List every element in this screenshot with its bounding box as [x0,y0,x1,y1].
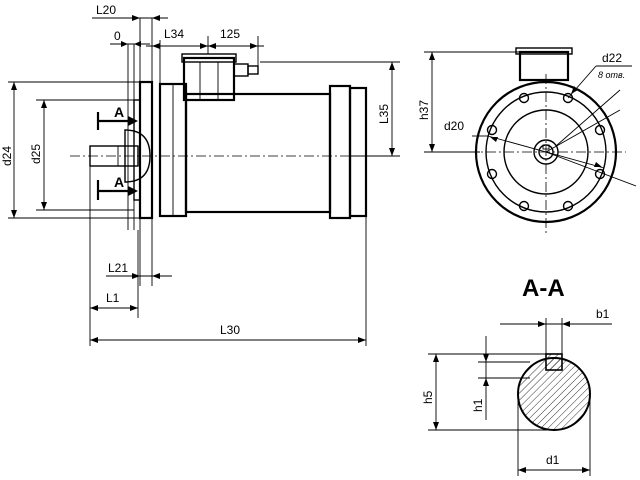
label-l20: L20 [96,3,116,17]
label-l34: L34 [164,27,184,41]
section-a-a: А-А b1 h5 h1 [421,275,612,476]
label-d20: d20 [444,119,464,133]
label-125: 125 [220,27,240,41]
bolt-holes [486,92,606,212]
label-d24: d24 [0,146,14,166]
label-holes: 8 отв. [598,70,625,80]
dim-h37: h37 [417,51,520,153]
label-l1: L1 [106,291,120,305]
dim-l21: L21 [106,218,172,286]
section-mark-top-label: A [114,104,124,120]
bolt-hole [562,92,574,104]
label-h37: h37 [417,100,431,120]
dim-l34: L34 [146,27,208,84]
dim-zero: 0 [110,29,150,230]
dim-d22: d22 8 отв. [567,51,632,99]
dim-d1: d1 [517,394,591,476]
label-zero: 0 [114,29,121,43]
label-d1: d1 [546,453,560,467]
label-d22: d22 [602,51,622,65]
shaft-key [545,353,563,371]
bolt-hole [518,92,530,104]
front-terminal-box [518,50,570,82]
rear-band [328,84,352,220]
bolt-hole [518,200,530,212]
label-b1: b1 [596,307,610,321]
rear-band-outer [348,86,368,218]
terminal-box [182,56,236,102]
section-mark-top: A [96,104,138,130]
motor-body [184,92,332,214]
bolt-hole [594,124,606,136]
dim-h1: h1 [471,336,530,420]
label-d25: d25 [29,144,43,164]
section-title: А-А [522,275,565,302]
dim-125: 125 [196,27,264,66]
dim-l35: L35 [260,61,400,157]
dim-b1: b1 [500,307,612,354]
label-l35: L35 [377,104,391,124]
label-h5: h5 [421,390,435,404]
label-h1: h1 [471,398,485,412]
side-view: A A L20 0 [0,3,400,346]
section-mark-bottom-label: A [114,174,124,190]
bolt-hole [486,124,498,136]
dim-d24: d24 [0,81,140,219]
dim-l1: L1 [89,166,139,346]
dim-d25: d25 [29,99,134,211]
label-l21: L21 [108,261,128,275]
bolt-hole [562,200,574,212]
section-mark-bottom: A [96,174,138,200]
dim-h5: h5 [421,353,554,431]
dim-l20: L20 [92,3,168,82]
front-view: h37 d22 8 отв. d20 [417,47,637,236]
label-l30: L30 [220,323,240,337]
cable-gland [233,63,249,77]
bolt-hole [486,168,498,180]
dim-l30: L30 [90,216,367,346]
